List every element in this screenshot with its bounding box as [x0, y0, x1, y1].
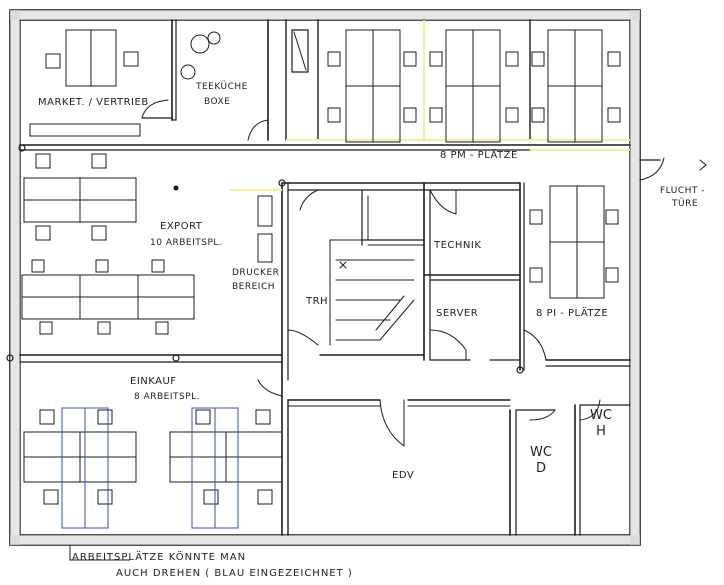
room-label-drucker: DRUCKER — [232, 268, 280, 278]
wc-d-letter: D — [535, 461, 546, 476]
corridor-highlight — [230, 20, 630, 191]
room-label-wc-d: WC D — [530, 445, 552, 477]
room-label-einkauf: EINKAUF — [130, 376, 177, 387]
room-label-teekueche-boxe: BOXE — [204, 97, 231, 107]
wc-d-title: WC — [530, 445, 552, 460]
room-label-teekueche: TEEKÜCHE — [196, 82, 248, 92]
walls — [6, 9, 707, 546]
room-label-wc-h: WC H — [590, 408, 612, 440]
alternative-desk-layout — [61, 407, 239, 529]
room-label-server: SERVER — [436, 308, 479, 319]
wc-h-title: WC — [590, 408, 612, 423]
furniture — [21, 29, 621, 561]
room-label-trh: TRH — [306, 296, 329, 307]
room-label-marketing: MARKET. / VERTRIEB — [38, 97, 149, 108]
note-line-2: AUCH DREHEN ( BLAU EINGEZEICHNET ) — [116, 568, 353, 579]
room-label-export-capacity: 10 ARBEITSPL. — [150, 238, 223, 248]
note-line-1: ARBEITSPLÄTZE KÖNNTE MAN — [72, 552, 247, 563]
room-label-drucker-bereich: BEREICH — [232, 282, 276, 292]
wc-h-letter: H — [596, 424, 606, 439]
label-fluchttuere-2: TÜRE — [672, 199, 699, 209]
label-fluchttuere-1: FLUCHT - — [660, 186, 705, 196]
room-label-pm-plaetze: 8 PM - PLÄTZE — [440, 150, 518, 161]
room-label-export: EXPORT — [160, 221, 203, 232]
room-label-technik: TECHNIK — [434, 240, 482, 251]
room-label-pi-plaetze: 8 PI - PLÄTZE — [536, 308, 609, 319]
room-label-einkauf-capacity: 8 ARBEITSPL. — [134, 392, 201, 402]
room-label-edv: EDV — [392, 470, 415, 481]
